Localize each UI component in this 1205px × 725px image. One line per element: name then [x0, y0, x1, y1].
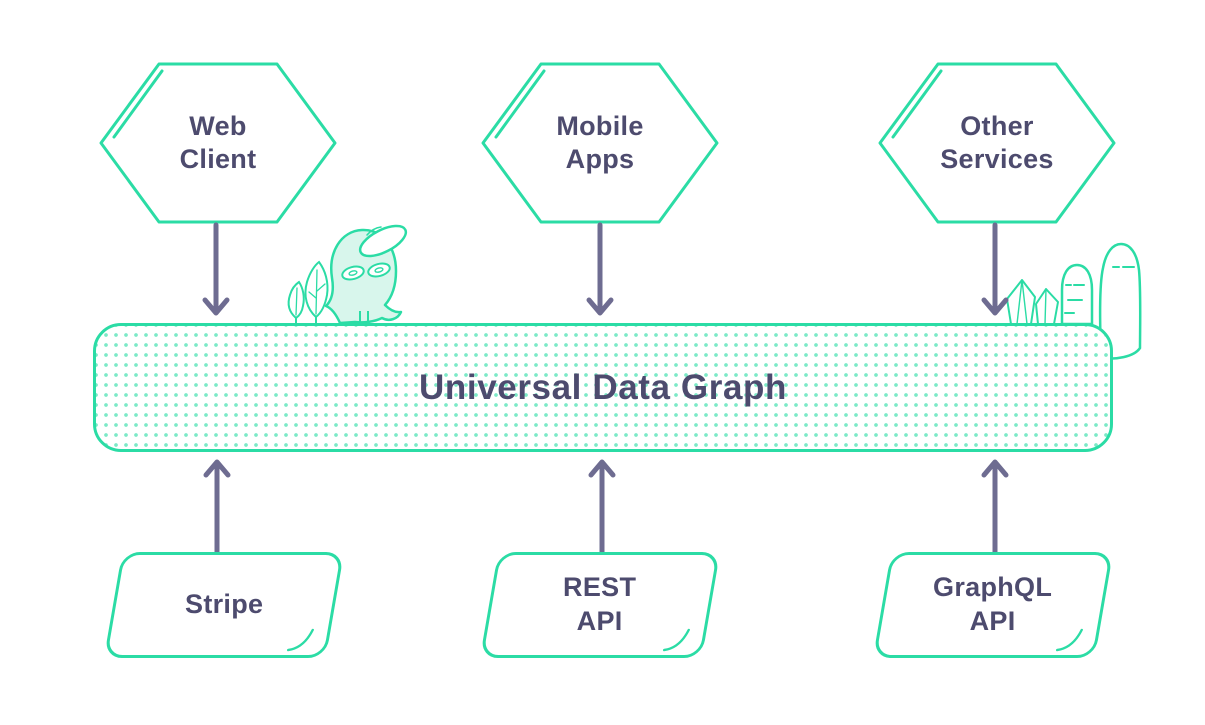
- page-curl-icon: [286, 628, 314, 652]
- card-stripe: Stripe: [103, 552, 345, 658]
- arrow-down-web-client-icon: [202, 222, 230, 316]
- universal-data-graph-bar: Universal Data Graph: [93, 323, 1113, 452]
- hexagon-shape: [878, 62, 1116, 224]
- hexagon-node-mobile-apps: Mobile Apps: [480, 60, 720, 226]
- hexagon-node-web-client: Web Client: [98, 60, 338, 226]
- arrow-down-other-services-icon: [981, 222, 1009, 316]
- card-label: Stripe: [185, 588, 263, 622]
- page-curl-icon: [1055, 628, 1083, 652]
- card-label-line1: GraphQL: [933, 572, 1053, 603]
- hexagon-label-line1: Web: [189, 111, 247, 142]
- hexagon-label-line2: Client: [179, 144, 257, 174]
- hexagon-label: Web Client: [98, 60, 338, 226]
- hexagon-label: Other Services: [877, 60, 1117, 226]
- arrow-up-rest-api-icon: [588, 459, 616, 555]
- hexagon-node-other-services: Other Services: [877, 60, 1117, 226]
- page-curl-icon: [662, 628, 690, 652]
- arrow-down-mobile-apps-icon: [586, 222, 614, 316]
- card-label-line1: Stripe: [184, 589, 264, 620]
- hexagon-shape: [99, 62, 337, 224]
- card-rest-api: REST API: [479, 552, 721, 658]
- arrow-up-graphql-api-icon: [981, 459, 1009, 555]
- hexagon-label-line2: Services: [940, 144, 1054, 174]
- hexagon-label-line1: Other: [960, 111, 1034, 142]
- card-label-line1: REST: [563, 572, 637, 603]
- hexagon-shape: [481, 62, 719, 224]
- card-label-line2: API: [577, 606, 623, 636]
- hexagon-label-line1: Mobile: [556, 111, 644, 142]
- arrow-up-stripe-icon: [203, 459, 231, 555]
- card-label-line2: API: [970, 606, 1016, 636]
- card-label: REST API: [563, 571, 636, 639]
- hexagon-label-line2: Apps: [565, 144, 635, 174]
- sprout-creature-illustration: [287, 224, 408, 323]
- card-graphql-api: GraphQL API: [872, 552, 1114, 658]
- bar-title: Universal Data Graph: [419, 367, 787, 407]
- hexagon-label: Mobile Apps: [480, 60, 720, 226]
- card-label: GraphQL API: [933, 571, 1052, 639]
